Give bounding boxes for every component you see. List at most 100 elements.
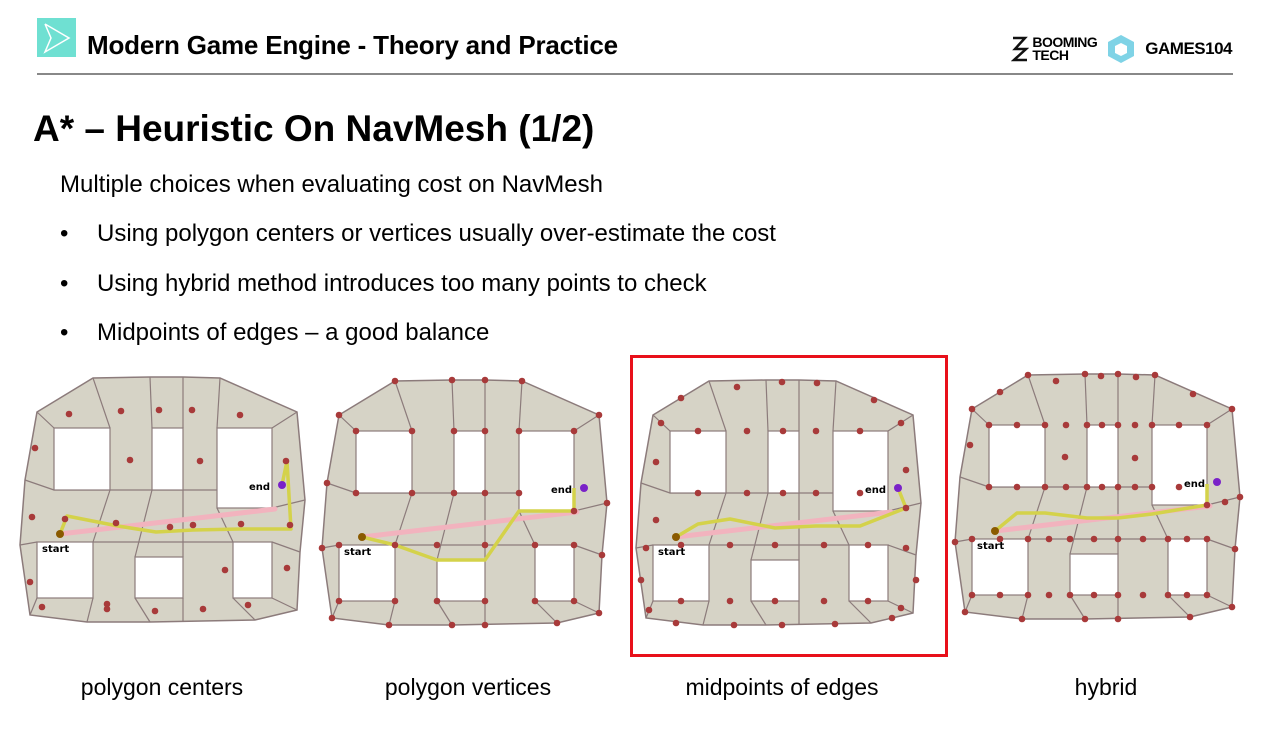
direct-path [359, 509, 580, 540]
navmesh-edge [271, 597, 298, 611]
heuristic-point [1189, 390, 1197, 398]
heuristic-point [151, 607, 159, 615]
heuristic-point [112, 519, 120, 527]
heuristic-point [743, 489, 751, 497]
navmesh-edge [86, 597, 94, 623]
heuristic-point [1203, 591, 1211, 599]
heuristic-point [448, 376, 456, 384]
heuristic-point [196, 457, 204, 465]
caption-polygon-vertices: polygon vertices [384, 674, 552, 700]
heuristic-point [1090, 535, 1098, 543]
heuristic-point [570, 427, 578, 435]
navmesh-edge [971, 408, 990, 426]
heuristic-point [1175, 483, 1183, 491]
navmesh-edge [832, 380, 837, 432]
caption-hybrid: hybrid [1074, 674, 1138, 700]
navmesh-edge [1151, 374, 1156, 426]
heuristic-point [391, 541, 399, 549]
heuristic-point [985, 483, 993, 491]
heuristic-point [481, 489, 489, 497]
heuristic-point [515, 427, 523, 435]
heuristic-point [335, 411, 343, 419]
play-triangle-icon [43, 23, 71, 54]
end-label: end [865, 485, 886, 496]
navmesh-edge [216, 377, 221, 429]
heuristic-point [1018, 615, 1026, 623]
heuristic-point [1203, 535, 1211, 543]
navmesh-edge [1206, 408, 1233, 426]
heuristic-point [812, 427, 820, 435]
heuristic-point [515, 489, 523, 497]
heuristic-point [481, 541, 489, 549]
heuristic-point [730, 621, 738, 629]
heuristic-point [31, 444, 39, 452]
heuristic-point [1052, 377, 1060, 385]
heuristic-point [286, 521, 294, 529]
heuristic-point [820, 541, 828, 549]
heuristic-point [1013, 421, 1021, 429]
obstacle [971, 538, 1029, 596]
bullet-item: •Using polygon centers or vertices usual… [60, 220, 776, 247]
heuristic-point [481, 597, 489, 605]
direct-path [57, 506, 278, 537]
navmesh-edge [1027, 374, 1046, 426]
obstacle [1151, 424, 1208, 506]
navmesh-edge [326, 482, 357, 494]
heuristic-point [961, 608, 969, 616]
heuristic-point [65, 410, 73, 418]
heuristic-point [726, 541, 734, 549]
heuristic-point [1186, 613, 1194, 621]
navmesh-edge [573, 414, 600, 432]
heuristic-point [598, 551, 606, 559]
heuristic-point [642, 544, 650, 552]
heuristic-point [779, 489, 787, 497]
navmesh-edge [1069, 594, 1086, 620]
end-label: end [249, 482, 270, 493]
heuristic-point [1081, 615, 1089, 623]
obstacle [338, 544, 396, 602]
heuristic-point [672, 619, 680, 627]
heuristic-point [864, 541, 872, 549]
heuristic-point [996, 591, 1004, 599]
heuristic-point [897, 419, 905, 427]
heuristic-point [531, 597, 539, 605]
navmesh-edge [271, 411, 298, 429]
heuristic-point [1132, 373, 1140, 381]
heuristic-point [352, 489, 360, 497]
bullet-text: Using hybrid method introduces too many … [97, 270, 707, 297]
heuristic-point [318, 544, 326, 552]
navmesh-edge [1084, 373, 1088, 426]
heuristic-point [103, 600, 111, 608]
heuristic-point [189, 521, 197, 529]
heuristic-point [985, 421, 993, 429]
navmesh-edge [534, 600, 558, 624]
heuristic-point [966, 441, 974, 449]
navmesh-edge [708, 380, 727, 432]
heuristic-point [897, 604, 905, 612]
navmesh-edge [338, 414, 357, 432]
heuristic-point [570, 541, 578, 549]
heuristic-point [912, 576, 920, 584]
heuristic-point [902, 504, 910, 512]
obstacle [750, 559, 800, 602]
navmesh-edge [518, 380, 523, 432]
obstacle [534, 544, 575, 602]
start-label: start [42, 544, 69, 555]
heuristic-point [553, 619, 561, 627]
bullet-text: Midpoints of edges – a good balance [97, 319, 490, 346]
heuristic-point [1139, 591, 1147, 599]
heuristic-point [117, 407, 125, 415]
heuristic-point [1098, 421, 1106, 429]
heuristic-point [870, 396, 878, 404]
heuristic-point [1131, 483, 1139, 491]
heuristic-point [778, 378, 786, 386]
obstacle [216, 427, 273, 509]
obstacle [355, 430, 413, 494]
navmesh-edge [451, 379, 455, 432]
heuristic-point [237, 520, 245, 528]
heuristic-point [677, 597, 685, 605]
navmesh-edge [708, 492, 727, 546]
heuristic-point [1228, 603, 1236, 611]
